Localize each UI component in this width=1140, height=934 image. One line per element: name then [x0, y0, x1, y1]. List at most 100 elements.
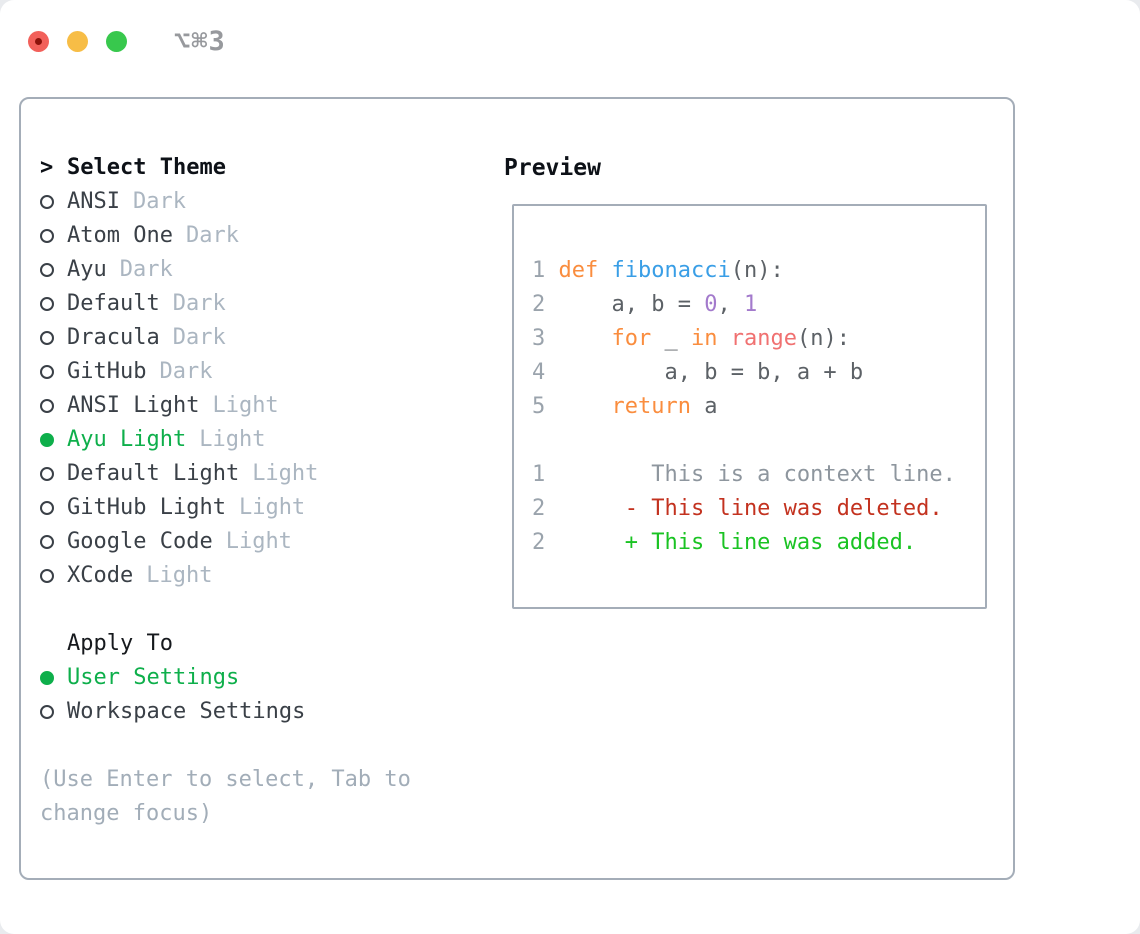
code-line: 2 + This line was added.: [532, 526, 985, 560]
theme-variant-tag: Dark: [159, 359, 213, 384]
apply-to-option-label: User Settings: [67, 665, 240, 690]
code-token: a, b =: [611, 292, 705, 317]
code-line: 5 return a: [532, 390, 985, 424]
theme-option[interactable]: Default Light Light: [40, 457, 411, 491]
radio-selected-icon[interactable]: [40, 671, 54, 685]
theme-variant-tag: Light: [252, 461, 319, 486]
code-token: for: [611, 326, 652, 351]
code-line: 2 a, b = 0, 1: [532, 288, 985, 322]
zoom-button[interactable]: [106, 31, 127, 52]
code-line: 3 for _ in range(n):: [532, 322, 985, 356]
code-token: 0: [704, 292, 718, 317]
theme-variant-tag: Light: [225, 529, 292, 554]
help-text-line: change focus): [40, 801, 213, 826]
theme-option-label: XCode: [67, 563, 134, 588]
radio-icon[interactable]: [40, 569, 54, 583]
select-theme-header: > Select Theme: [40, 151, 411, 185]
theme-option-label: Ayu Light: [67, 427, 187, 452]
code-token: a: [690, 394, 718, 419]
code-token: (n):: [796, 326, 850, 351]
radio-icon[interactable]: [40, 467, 54, 481]
theme-option-label: Default Light: [67, 461, 240, 486]
radio-icon[interactable]: [40, 535, 54, 549]
code-token: 2: [532, 496, 546, 521]
cursor-caret-icon: >: [40, 155, 54, 180]
apply-to-header: Apply To: [40, 627, 411, 661]
code-line: 2 - This line was deleted.: [532, 492, 985, 526]
theme-option-label: GitHub Light: [67, 495, 226, 520]
theme-option[interactable]: Default Dark: [40, 287, 411, 321]
code-token: [545, 360, 664, 385]
radio-icon[interactable]: [40, 399, 54, 413]
code-token: [598, 258, 611, 283]
code-token: (n):: [730, 258, 784, 283]
theme-option-label: ANSI: [67, 189, 120, 214]
radio-selected-icon[interactable]: [40, 433, 54, 447]
code-token: 2: [532, 530, 546, 555]
help-text: (Use Enter to select, Tab to change focu…: [40, 763, 411, 831]
code-line: 4 a, b = b, a + b: [532, 356, 985, 390]
radio-icon[interactable]: [40, 365, 54, 379]
radio-icon[interactable]: [40, 297, 54, 311]
radio-icon[interactable]: [40, 263, 54, 277]
radio-icon[interactable]: [40, 331, 54, 345]
theme-option-label: GitHub: [67, 359, 147, 384]
code-token: [545, 530, 624, 555]
apply-to-option[interactable]: Workspace Settings: [40, 695, 411, 729]
code-token: fibonacci: [611, 258, 731, 283]
theme-option[interactable]: XCode Light: [40, 559, 411, 593]
theme-variant-tag: Dark: [132, 189, 186, 214]
window-shortcut-label: ⌥⌘3: [174, 26, 226, 57]
apply-to-option[interactable]: User Settings: [40, 661, 411, 695]
radio-icon[interactable]: [40, 229, 54, 243]
radio-icon[interactable]: [40, 195, 54, 209]
spacer: [40, 593, 411, 627]
code-token: 2: [532, 292, 546, 317]
close-button[interactable]: [28, 31, 49, 52]
radio-icon[interactable]: [40, 501, 54, 515]
code-line: 1 def fibonacci(n):: [532, 254, 985, 288]
code-token: 5: [532, 394, 546, 419]
code-token: def: [558, 258, 599, 283]
minimize-button[interactable]: [67, 31, 88, 52]
theme-variant-tag: Light: [146, 563, 213, 588]
theme-option[interactable]: ANSI Dark: [40, 185, 411, 219]
code-token: [545, 462, 651, 487]
code-line: 1 This is a context line.: [532, 458, 985, 492]
apply-to-title: Apply To: [67, 631, 173, 656]
code-token: [545, 292, 611, 317]
code-token: _: [651, 326, 691, 351]
code-token: - This line was deleted.: [624, 496, 943, 521]
code-token: This is a context line.: [651, 462, 956, 487]
preview-column: Preview 1 def fibonacci(n):2 a, b = 0, 1…: [502, 151, 987, 609]
preview-title: Preview: [504, 155, 601, 181]
theme-variant-tag: Dark: [185, 223, 239, 248]
theme-option-label: Dracula: [67, 325, 160, 350]
theme-variant-tag: Dark: [172, 291, 226, 316]
theme-option-label: Default: [67, 291, 160, 316]
code-line: [532, 424, 985, 458]
theme-option[interactable]: GitHub Dark: [40, 355, 411, 389]
code-token: 3: [532, 326, 546, 351]
code-token: a, b = b, a + b: [664, 360, 864, 385]
code-token: 1: [532, 258, 559, 283]
code-token: 1: [743, 292, 758, 317]
radio-icon[interactable]: [40, 705, 54, 719]
code-token: in: [690, 326, 718, 351]
code-token: 4: [532, 360, 546, 385]
titlebar: ⌥⌘3: [28, 26, 226, 57]
theme-option-label: Ayu: [67, 257, 107, 282]
